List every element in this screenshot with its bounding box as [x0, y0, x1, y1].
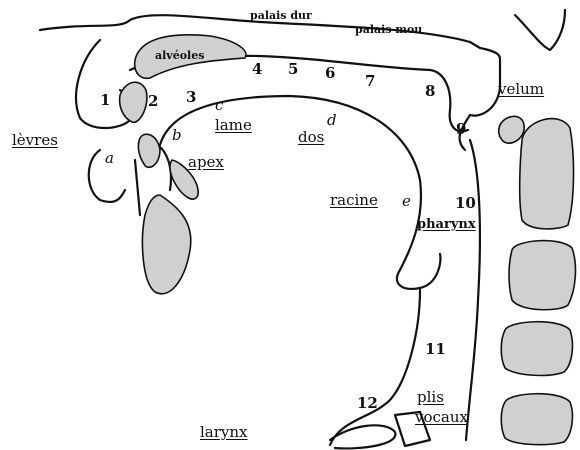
number-10: 10: [455, 196, 476, 211]
label-larynx: larynx: [200, 425, 248, 440]
number-8: 8: [425, 84, 435, 99]
pharynx-wall: [466, 140, 480, 440]
vocal-fold-a: [330, 425, 395, 448]
label-pharynx: pharynx: [417, 218, 476, 231]
number-12: 12: [357, 396, 378, 411]
upper-incisor: [120, 82, 147, 122]
label-lame: lame: [215, 118, 252, 133]
vertebra-5: [501, 394, 572, 445]
number-3: 3: [186, 90, 196, 105]
letter-d: d: [327, 113, 337, 128]
label-levres: lèvres: [12, 133, 58, 148]
number-4: 4: [252, 62, 262, 77]
label-alveoles: alvéoles: [155, 50, 204, 61]
number-1: 1: [100, 93, 110, 108]
vertebra-3: [509, 241, 575, 310]
label-dos: dos: [298, 130, 324, 145]
letter-c: c: [215, 98, 223, 113]
vertebra-1: [499, 116, 524, 143]
letter-e: e: [402, 194, 411, 209]
larynx-outline: [330, 290, 420, 445]
number-7: 7: [365, 74, 375, 89]
label-palais-mou: palais mou: [355, 24, 422, 35]
incisor-small: [138, 134, 160, 167]
number-6: 6: [325, 66, 335, 81]
label-velum: velum: [498, 82, 544, 97]
label-palais-dur: palais dur: [250, 10, 312, 21]
label-apex: apex: [188, 155, 224, 170]
number-2: 2: [148, 94, 158, 109]
label-plis: plis: [417, 390, 444, 405]
letter-b: b: [172, 128, 182, 143]
vertebra-2: [520, 119, 574, 229]
nasal-curve: [515, 10, 565, 50]
tongue-outline: [160, 96, 440, 289]
number-9: 9: [456, 122, 466, 137]
label-racine: racine: [330, 193, 378, 208]
lower-jaw-fill: [142, 195, 190, 294]
number-5: 5: [288, 62, 298, 77]
number-11: 11: [425, 342, 446, 357]
label-vocaux: vocaux: [415, 410, 468, 425]
vertebra-4: [501, 322, 572, 376]
letter-a: a: [105, 151, 114, 166]
